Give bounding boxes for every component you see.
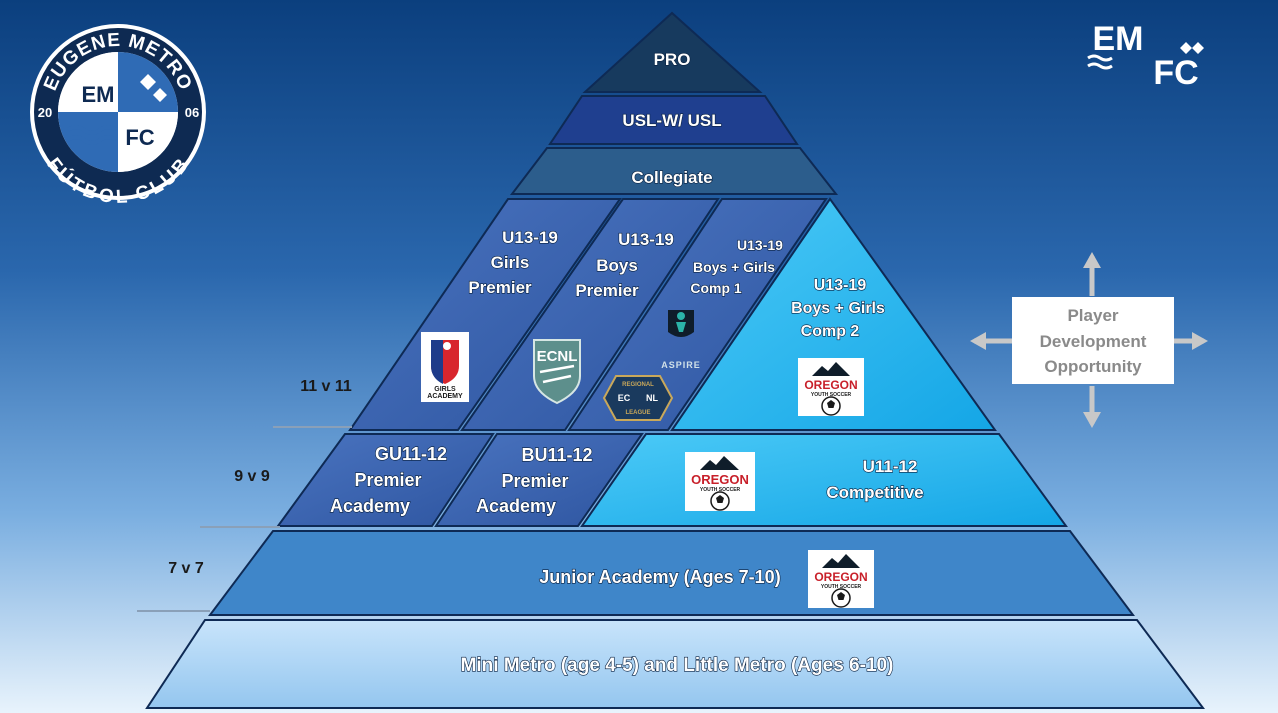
player-development-box <box>1012 297 1174 384</box>
girls-premier-line1: U13-19 <box>502 228 558 247</box>
boys-premier-line3: Premier <box>575 281 639 300</box>
svg-text:OREGON: OREGON <box>691 472 749 487</box>
tier-bu-academy <box>434 433 644 527</box>
usl-label: USL-W/ USL <box>622 111 721 130</box>
svg-text:EC: EC <box>618 393 631 403</box>
arrow-up-icon <box>1083 252 1101 268</box>
comp1-line1: U13-19 <box>737 237 783 253</box>
svg-text:NL: NL <box>646 393 658 403</box>
svg-text:ACADEMY: ACADEMY <box>427 393 463 400</box>
comp1-line2: Boys + Girls <box>693 259 775 275</box>
collegiate-label: Collegiate <box>631 168 712 187</box>
badge-year-left: 20 <box>38 105 52 120</box>
gu-academy-line2: Premier <box>354 470 421 490</box>
svg-text:LEAGUE: LEAGUE <box>625 410 650 416</box>
tier-comp1 <box>567 198 828 431</box>
corner-logo: EM FC <box>1087 20 1204 92</box>
mini-metro-label: Mini Metro (age 4-5) and Little Metro (A… <box>461 655 894 676</box>
arrow-down-icon <box>1083 412 1101 428</box>
u11-competitive-line2: Competitive <box>826 483 923 502</box>
badge-monogram-top: EM <box>82 82 115 107</box>
player-development-graphic: Player Development Opportunity <box>970 252 1208 428</box>
comp2-line2: Boys + Girls <box>791 300 885 317</box>
corner-logo-bottom: FC <box>1153 54 1198 92</box>
corner-logo-top: EM <box>1093 20 1144 58</box>
oregon-youth-soccer-logo-comp2: OREGON YOUTH SOCCER <box>798 358 864 416</box>
bu-academy-line1: BU11-12 <box>521 445 592 465</box>
pro-label: PRO <box>654 50 691 69</box>
boys-premier-line2: Boys <box>596 256 638 275</box>
svg-text:ASPIRE: ASPIRE <box>661 360 701 370</box>
dev-box-line3: Opportunity <box>1044 357 1142 376</box>
tier-pro <box>582 11 763 93</box>
label-9v9: 9 v 9 <box>234 468 270 485</box>
comp2-line1: U13-19 <box>814 277 867 294</box>
comp1-line3: Comp 1 <box>690 280 742 296</box>
junior-academy-label: Junior Academy (Ages 7-10) <box>539 567 780 587</box>
arrow-right-icon <box>1192 332 1208 350</box>
ecnl-logo: ECNL <box>533 339 581 405</box>
dev-box-line1: Player <box>1067 306 1118 325</box>
badge-monogram-bottom: FC <box>125 125 154 150</box>
tier-gu-academy <box>276 433 495 527</box>
oregon-youth-soccer-logo-u11: OREGON YOUTH SOCCER <box>685 452 755 511</box>
svg-text:OREGON: OREGON <box>814 570 867 584</box>
regional-league-logo: REGIONAL EC NL LEAGUE <box>602 375 674 421</box>
tier-u11-competitive <box>580 433 1068 527</box>
girls-premier-line2: Girls <box>491 253 530 272</box>
oregon-youth-soccer-logo-junior: OREGON YOUTH SOCCER <box>808 550 874 608</box>
club-logo-badge: EM FC 20 06 EUGENE METRO FÚTBOL CLUB <box>30 24 206 208</box>
tier-collegiate <box>509 147 839 195</box>
comp2-line3: Comp 2 <box>801 323 860 340</box>
girls-premier-line3: Premier <box>468 278 532 297</box>
svg-text:OREGON: OREGON <box>804 378 857 392</box>
tier-comp2 <box>670 197 997 431</box>
svg-text:REGIONAL: REGIONAL <box>622 382 654 388</box>
u11-competitive-line1: U11-12 <box>863 457 918 476</box>
svg-text:YOUTH SOCCER: YOUTH SOCCER <box>700 487 741 493</box>
svg-text:YOUTH SOCCER: YOUTH SOCCER <box>821 584 862 590</box>
bu-academy-line2: Premier <box>501 471 568 491</box>
badge-year-right: 06 <box>185 105 199 120</box>
svg-text:GIRLS: GIRLS <box>434 386 456 393</box>
bu-academy-line3: Academy <box>476 496 556 516</box>
arrow-left-icon <box>970 332 986 350</box>
svg-text:ECNL: ECNL <box>537 348 578 365</box>
dev-box-line2: Development <box>1040 332 1147 351</box>
tier-junior-academy <box>208 530 1135 616</box>
label-11v11: 11 v 11 <box>300 378 352 395</box>
svg-text:YOUTH SOCCER: YOUTH SOCCER <box>811 392 852 398</box>
label-7v7: 7 v 7 <box>168 560 204 577</box>
tier-mini-metro <box>145 619 1205 709</box>
tier-girls-premier <box>348 198 622 431</box>
gu-academy-line3: Academy <box>330 496 410 516</box>
boys-premier-line1: U13-19 <box>618 230 674 249</box>
gu-academy-line1: GU11-12 <box>375 444 447 464</box>
tier-boys-premier <box>460 198 720 431</box>
aspire-logo: ASPIRE <box>661 310 701 370</box>
girls-academy-logo: GIRLS ACADEMY <box>421 332 469 402</box>
tier-usl <box>548 95 799 145</box>
